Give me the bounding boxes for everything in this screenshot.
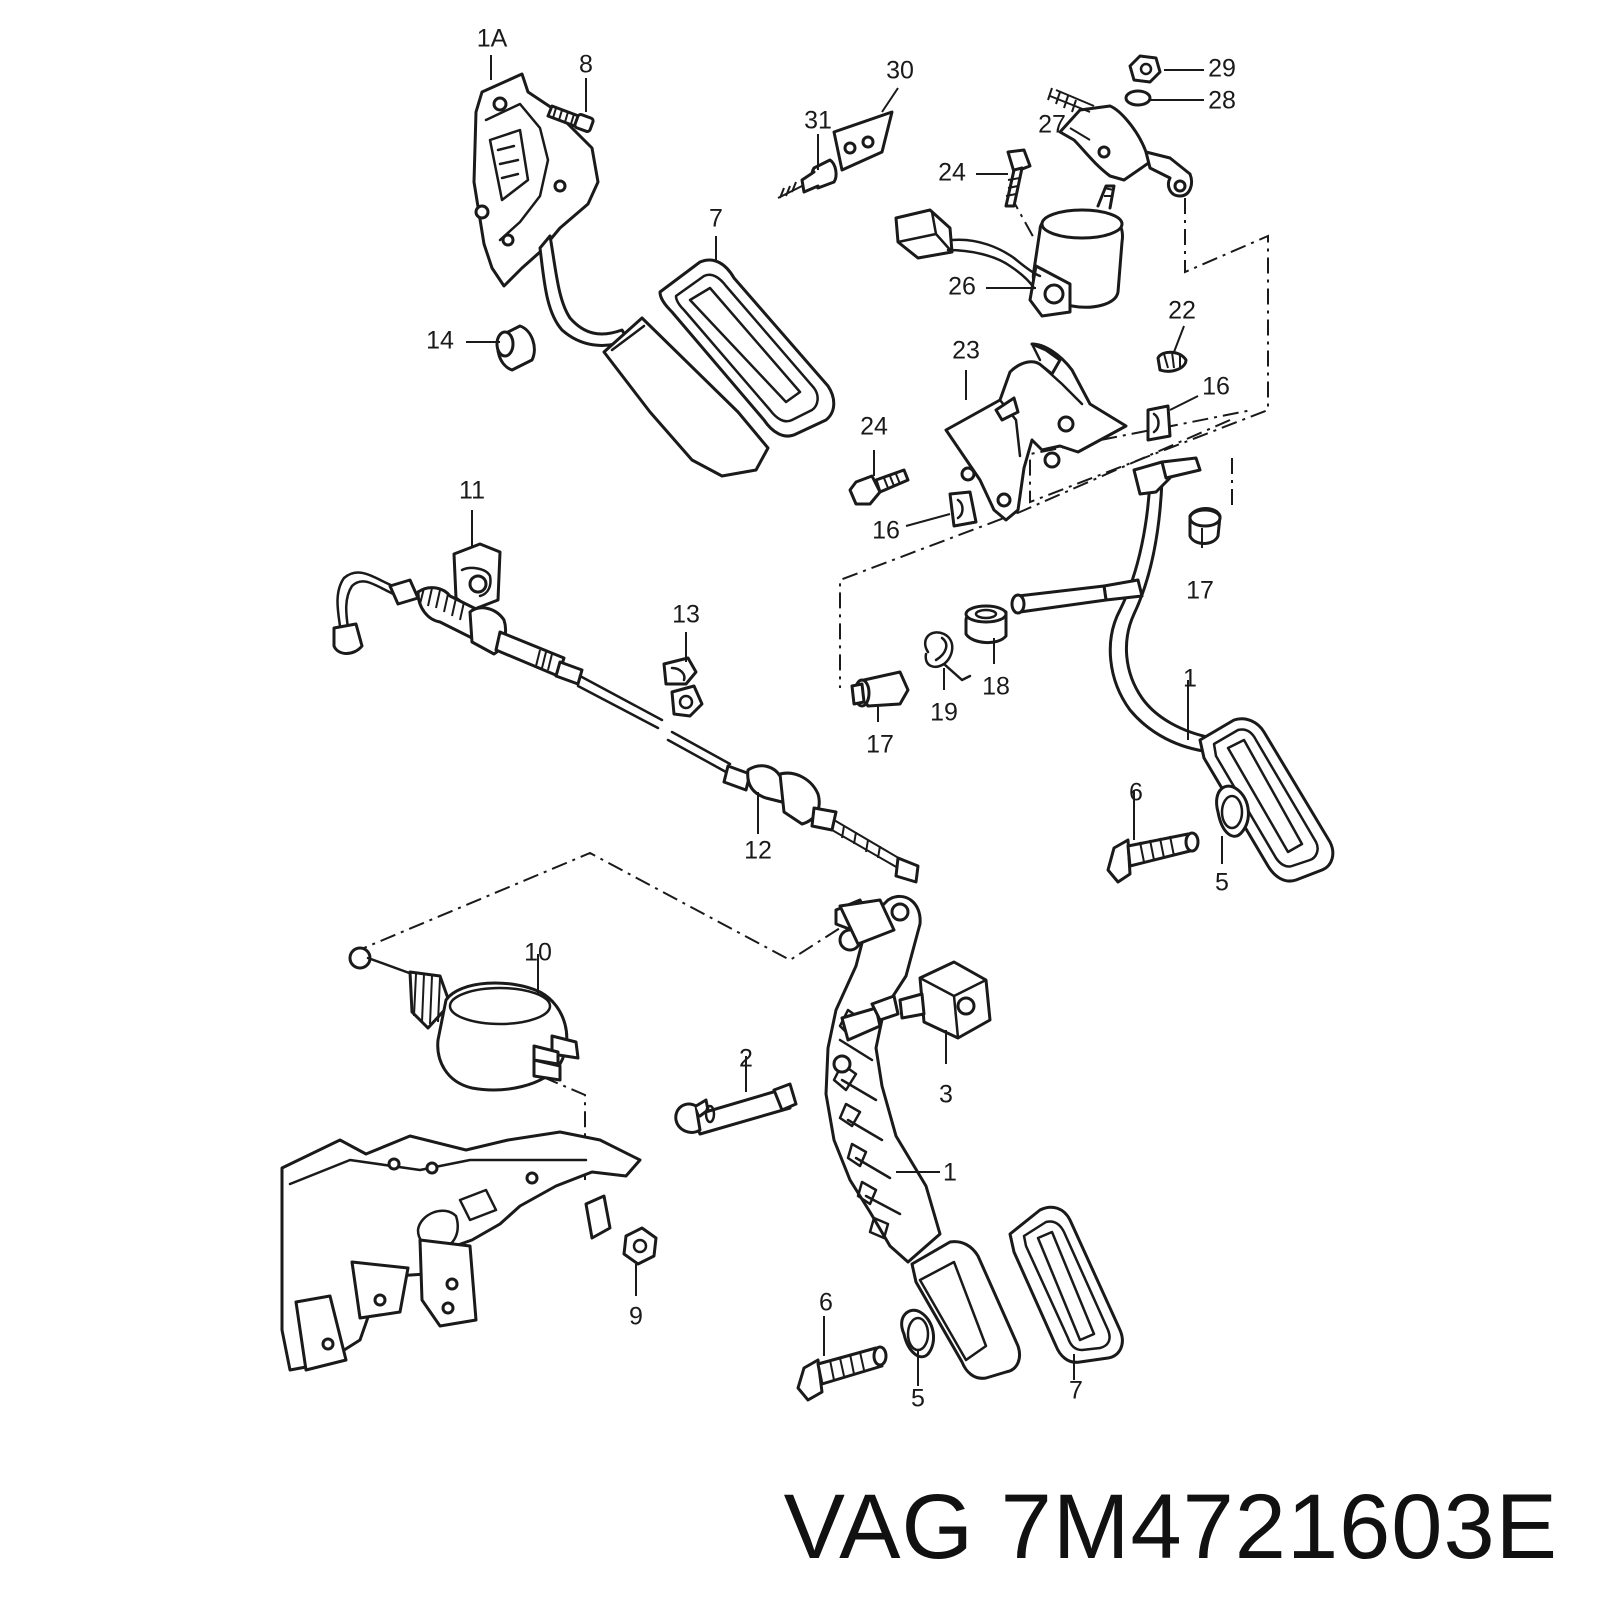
callout-18: 18 xyxy=(982,673,1010,701)
part-number-caption: VAG 7M4721603E xyxy=(783,1476,1558,1578)
callout-11: 11 xyxy=(459,477,485,505)
callout-14: 14 xyxy=(426,327,454,355)
callout-24-top: 24 xyxy=(938,159,966,187)
callout-6-lower: 6 xyxy=(819,1289,833,1317)
callout-17-right: 17 xyxy=(1186,577,1214,605)
callout-5-upper: 5 xyxy=(1215,869,1229,897)
callout-28: 28 xyxy=(1208,87,1236,115)
callout-labels: 1A 8 30 31 29 28 27 24 7 26 14 22 23 16 … xyxy=(426,25,1236,1413)
callout-8: 8 xyxy=(579,51,593,79)
brake-light-switch xyxy=(898,960,992,1040)
callout-31: 31 xyxy=(804,107,832,135)
callout-22: 22 xyxy=(1168,297,1196,325)
callout-6-upper: 6 xyxy=(1129,779,1143,807)
callout-30: 30 xyxy=(886,57,914,85)
callout-27: 27 xyxy=(1038,111,1066,139)
callout-13: 13 xyxy=(672,601,700,629)
mounting-bracket xyxy=(848,342,1188,528)
callout-7-lower: 7 xyxy=(1069,1377,1083,1405)
callout-7-top: 7 xyxy=(709,205,723,233)
pivot-pin-2 xyxy=(674,1082,798,1136)
bowden-cable xyxy=(332,571,920,884)
callout-16-right: 16 xyxy=(1202,373,1230,401)
callout-17-center: 17 xyxy=(866,731,894,759)
callout-23: 23 xyxy=(952,337,980,365)
leader-lines xyxy=(466,55,1223,1386)
right-pedal-lever xyxy=(1010,456,1335,883)
pivot-small-parts xyxy=(850,604,1008,708)
pedal-rubber-pad-bottom xyxy=(1008,1205,1124,1364)
master-cylinder xyxy=(348,946,580,1092)
position-sender-group xyxy=(894,54,1194,318)
callout-1-upper: 1 xyxy=(1183,665,1197,693)
cable-clip-13 xyxy=(662,656,704,718)
bracket-and-pin xyxy=(777,110,894,199)
pedal-rubber-pad-top xyxy=(658,258,836,438)
callout-29: 29 xyxy=(1208,55,1236,83)
callout-19: 19 xyxy=(930,699,958,727)
callout-9: 9 xyxy=(629,1303,643,1331)
pivot-bolt-and-cap-lower xyxy=(796,1308,936,1402)
callout-3: 3 xyxy=(939,1081,953,1109)
accelerator-pedal-module xyxy=(472,72,770,478)
callout-1-lower: 1 xyxy=(943,1159,957,1187)
callout-24-lower: 24 xyxy=(860,413,888,441)
callout-5-lower: 5 xyxy=(911,1385,925,1413)
callout-10: 10 xyxy=(524,939,552,967)
callout-26: 26 xyxy=(948,273,976,301)
callout-1A: 1A xyxy=(477,25,508,53)
brake-pedal-lever xyxy=(824,894,1021,1380)
callout-2: 2 xyxy=(739,1045,753,1073)
callout-12: 12 xyxy=(744,837,772,865)
pedal-bracket-frame xyxy=(280,1130,658,1372)
cable-clip-11 xyxy=(452,542,502,612)
callout-16-left: 16 xyxy=(872,517,900,545)
pivot-bolt-and-cap-upper xyxy=(1106,784,1250,884)
